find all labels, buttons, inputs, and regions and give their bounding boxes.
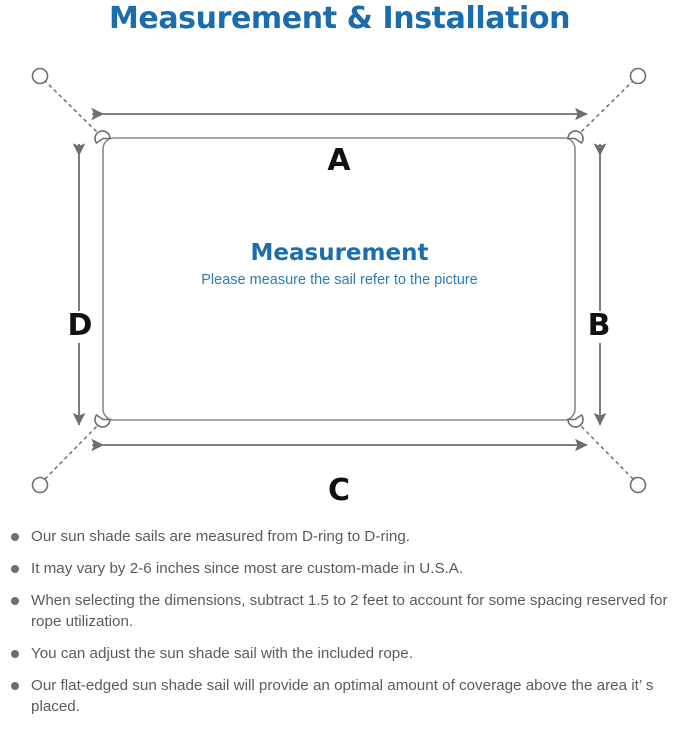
dimension-label-a: A [316, 146, 362, 178]
diagram-svg [31, 67, 647, 494]
anchor-point-top-left [31, 67, 49, 85]
note-text: When selecting the dimensions, subtract … [31, 592, 668, 630]
dimension-label-c: C [316, 476, 362, 508]
list-item: It may vary by 2-6 inches since most are… [0, 558, 679, 579]
note-text: You can adjust the sun shade sail with t… [31, 645, 413, 662]
d-ring-top-right [567, 130, 584, 144]
anchor-point-bottom-left [31, 476, 49, 494]
bullet-icon [11, 650, 19, 658]
dimension-label-d: D [58, 311, 102, 343]
rope-line-bottom-left [44, 421, 102, 480]
dimension-label-b: B [577, 311, 621, 343]
d-ring-top-left [94, 130, 111, 144]
bullet-icon [11, 565, 19, 573]
bullet-icon [11, 533, 19, 541]
note-text: Our sun shade sails are measured from D-… [31, 528, 410, 545]
anchor-point-bottom-right [629, 476, 647, 494]
page-title: Measurement & Installation [108, 1, 571, 36]
rope-line-top-left [43, 79, 102, 137]
bullet-icon [11, 682, 19, 690]
anchor-point-top-right [629, 67, 647, 85]
d-ring-bottom-right [567, 414, 584, 428]
list-item: Our sun shade sails are measured from D-… [0, 526, 679, 547]
note-text: It may vary by 2-6 inches since most are… [31, 560, 464, 577]
bullet-icon [11, 597, 19, 605]
rope-line-bottom-right [576, 421, 634, 480]
list-item: Our flat-edged sun shade sail will provi… [0, 675, 679, 717]
rope-line-top-right [576, 79, 635, 137]
d-ring-bottom-left [94, 414, 111, 428]
sail-measurement-diagram: A B C D [0, 48, 679, 518]
list-item: You can adjust the sun shade sail with t… [0, 643, 679, 664]
sail-rectangle [102, 137, 576, 421]
note-text: Our flat-edged sun shade sail will provi… [31, 677, 654, 715]
list-item: When selecting the dimensions, subtract … [0, 590, 679, 632]
notes-list: Our sun shade sails are measured from D-… [0, 526, 679, 728]
